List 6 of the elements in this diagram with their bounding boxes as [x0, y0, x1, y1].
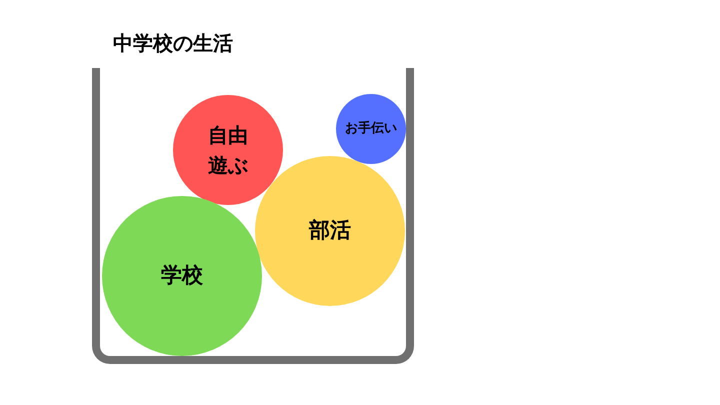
category-circle: お手伝い: [336, 94, 406, 164]
diagram-title: 中学校の生活: [113, 30, 233, 57]
jar-outline: [92, 68, 414, 364]
category-circle: 自由遊ぶ: [173, 95, 283, 205]
category-circle: 学校: [102, 196, 262, 356]
category-circle: 部活: [255, 156, 405, 306]
